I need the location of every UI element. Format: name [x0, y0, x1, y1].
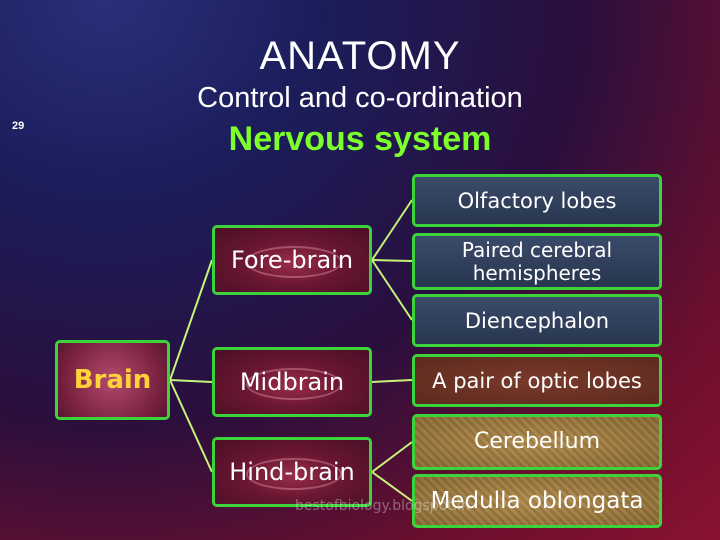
midbrain-node: Midbrain — [212, 347, 372, 417]
connector-fore-diencephalon — [371, 259, 413, 321]
connector-fore-olfactory — [371, 199, 413, 261]
slide-title: ANATOMY — [259, 34, 461, 78]
connector-hind-medulla — [371, 471, 413, 502]
slide-subtitle: Control and co-ordination — [197, 82, 523, 114]
connector-brain-hind — [169, 379, 213, 473]
olfactory-lobes-node: Olfactory lobes — [412, 174, 662, 227]
cerebral-hemispheres-node: Paired cerebral hemispheres — [412, 233, 662, 290]
diencephalon-label: Diencephalon — [464, 308, 610, 333]
olfactory-lobes-label: Olfactory lobes — [457, 188, 617, 213]
midbrain-label: Midbrain — [239, 368, 345, 396]
cerebellum-label: Cerebellum — [473, 429, 601, 454]
brain-label: Brain — [73, 365, 152, 395]
connector-hind-cerebellum — [371, 441, 413, 473]
watermark: bestofbiology.blogspot.in — [295, 498, 470, 514]
hindbrain-label: Hind-brain — [229, 458, 355, 486]
optic-lobes-label: A pair of optic lobes — [432, 368, 642, 393]
cerebellum-node: Cerebellum — [412, 414, 662, 470]
medulla-oblongata-label: Medulla oblongata — [430, 488, 644, 514]
connector-mid-optic — [371, 379, 413, 383]
hindbrain-node: Hind-brain — [212, 437, 372, 507]
connector-brain-mid — [169, 379, 213, 383]
medulla-oblongata-node: Medulla oblongata — [412, 474, 662, 528]
connector-fore-cerebral — [371, 259, 413, 262]
diencephalon-node: Diencephalon — [412, 294, 662, 347]
brain-node: Brain — [55, 340, 170, 420]
cerebral-hemispheres-label: Paired cerebral hemispheres — [461, 237, 613, 285]
forebrain-node: Fore-brain — [212, 225, 372, 295]
optic-lobes-node: A pair of optic lobes — [412, 354, 662, 407]
connector-brain-fore — [169, 259, 213, 381]
slide-topic: Nervous system — [228, 120, 492, 158]
forebrain-label: Fore-brain — [230, 246, 354, 274]
slide-number: 29 — [12, 120, 25, 132]
